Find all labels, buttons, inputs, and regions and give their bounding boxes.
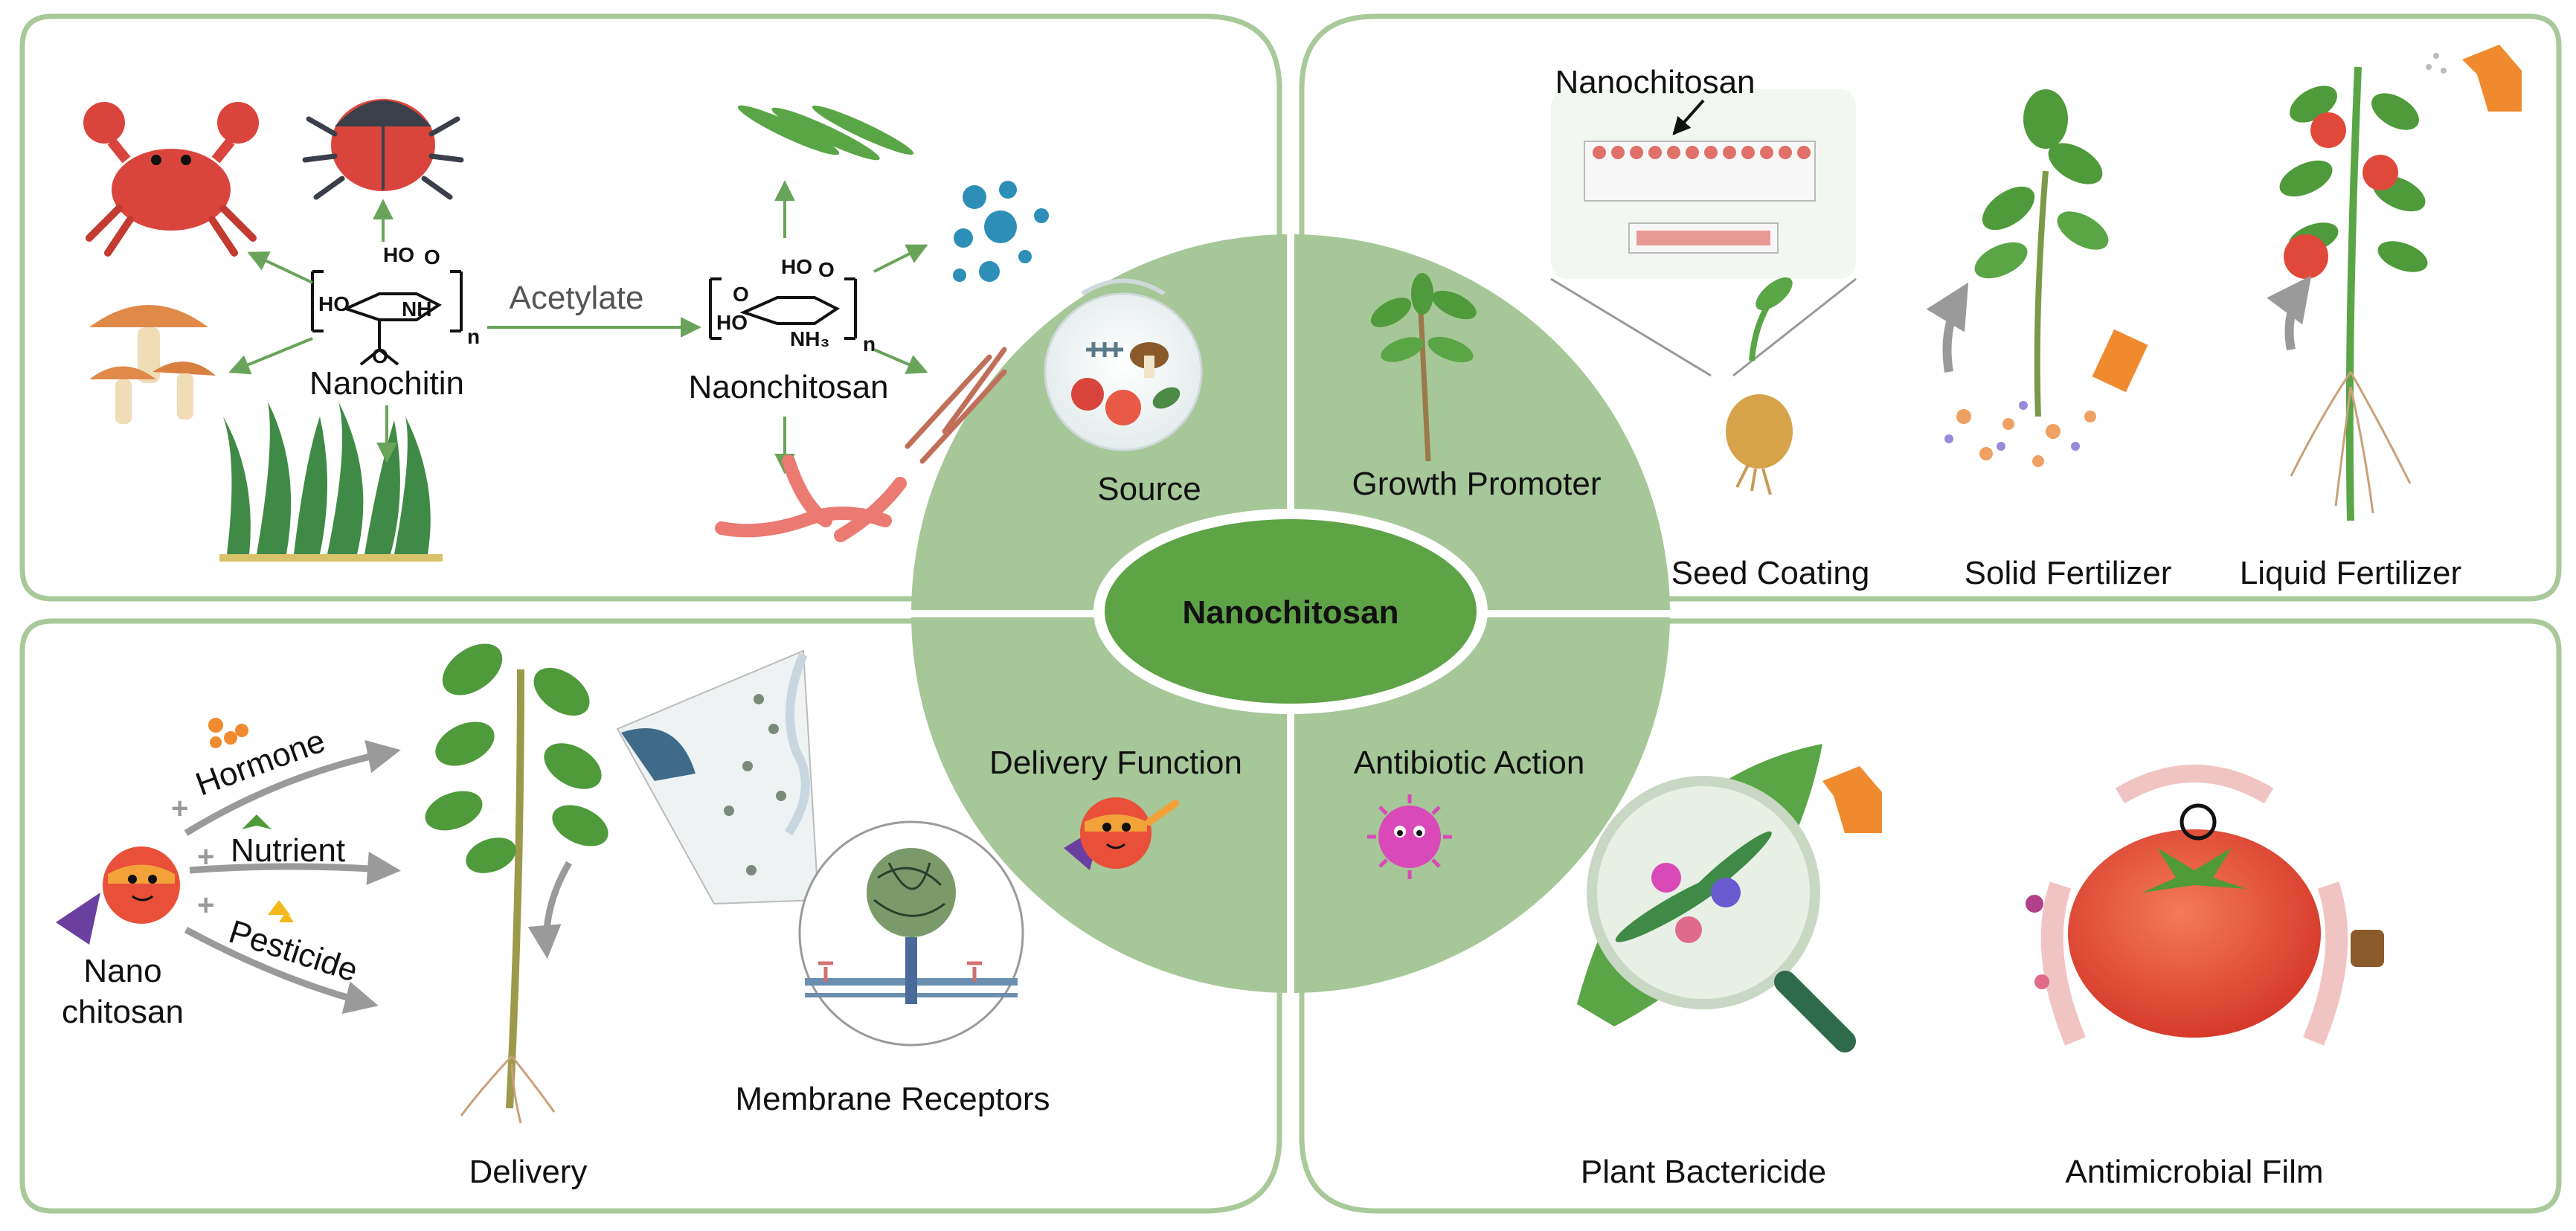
mushroom-icon xyxy=(89,305,216,424)
antibiotic-microbe-icon xyxy=(1367,794,1452,879)
membrane-receptors-label: Membrane Receptors xyxy=(735,1081,1050,1117)
frame-delivery xyxy=(19,618,1282,1214)
carrier-label-line1: Nano xyxy=(83,953,161,989)
center-title: Nanochitosan xyxy=(1183,594,1399,631)
inset-connector-right xyxy=(1732,277,1857,377)
leaf-zoom-inset xyxy=(616,649,820,905)
liquid-fertilizer-plant-icon xyxy=(2267,45,2522,521)
delivery-plant-icon xyxy=(425,643,608,1124)
chitosan-group-n: n xyxy=(863,332,876,356)
antimicrobial-film-icon xyxy=(2026,765,2384,1046)
nanochitosan-source-label: Naonchitosan xyxy=(688,369,888,405)
nanochitin-label: Nanochitin xyxy=(309,365,464,402)
chitin-group-n: n xyxy=(467,325,480,348)
inset-pointer-arrow xyxy=(1672,99,1705,135)
membrane-receptor-inset xyxy=(798,820,1024,1047)
chitin-group-o2: O xyxy=(372,344,388,367)
growth-sprout-icon xyxy=(1370,273,1477,462)
plant-bactericide-icon xyxy=(1577,744,1882,1052)
hormone-icon xyxy=(208,718,248,748)
svg-text:+: + xyxy=(197,889,214,922)
seed-icon xyxy=(1726,277,1793,495)
frame-source xyxy=(19,13,1282,602)
svg-text:+: + xyxy=(171,792,188,825)
chitosan-group-ho1: HO xyxy=(781,255,812,278)
nanowhisker-icon xyxy=(905,347,1007,464)
solid-fertilizer-plant-icon xyxy=(1926,89,2148,467)
cargo-nutrient-label: Nutrient xyxy=(231,832,345,869)
delivery-hero-icon xyxy=(1064,797,1179,870)
frame-growth xyxy=(1299,13,2562,602)
carrier-label-line2: chitosan xyxy=(62,994,184,1030)
nanofiber-icon xyxy=(737,105,914,161)
source-label: Source xyxy=(1097,471,1201,507)
beetle-icon xyxy=(302,99,464,200)
chitosan-group-o2: O xyxy=(733,283,749,306)
delivery-plant-label: Delivery xyxy=(469,1154,588,1190)
nanoparticle-icon xyxy=(953,181,1049,282)
seed-coating-label: Seed Coating xyxy=(1671,555,1870,591)
antibiotic-label: Antibiotic Action xyxy=(1354,745,1585,781)
pesticide-icon xyxy=(268,900,294,922)
antimicrobial-film-label: Antimicrobial Film xyxy=(2065,1154,2323,1190)
center-ellipse xyxy=(1105,519,1477,704)
plus-signs: + + + xyxy=(171,792,214,922)
membrane-inset-icon xyxy=(1584,141,1816,254)
chitin-group-o1: O xyxy=(424,245,440,269)
chitosan-arrows xyxy=(774,180,928,475)
solid-fertilizer-label: Solid Fertilizer xyxy=(1965,555,2172,591)
nanotube-icon xyxy=(715,454,907,542)
chitin-group-ho1: HO xyxy=(383,243,414,266)
carrier-hero-icon xyxy=(56,846,180,945)
source-arrows xyxy=(228,199,397,463)
plant-bactericide-label: Plant Bactericide xyxy=(1581,1154,1826,1190)
chitosan-group-o1: O xyxy=(818,258,835,281)
seaweed-icon xyxy=(219,402,443,562)
growth-label: Growth Promoter xyxy=(1352,466,1602,502)
chitin-group-nh: NH xyxy=(402,298,431,321)
crab-icon xyxy=(83,102,259,257)
source-bag-icon xyxy=(1044,278,1203,451)
svg-text:+: + xyxy=(197,841,214,873)
chitin-group-ho2: HO xyxy=(318,292,350,315)
frame-antibiotic xyxy=(1299,618,2562,1214)
chitosan-group-nh3: NH₃ xyxy=(790,327,829,350)
nutrient-icon xyxy=(242,814,272,829)
chitosan-structure xyxy=(709,277,857,340)
liquid-fertilizer-label: Liquid Fertilizer xyxy=(2240,555,2461,591)
chitosan-group-ho2: HO xyxy=(716,311,748,334)
inset-connector-left xyxy=(1550,277,1712,377)
acetylate-label: Acetylate xyxy=(510,280,644,316)
cargo-arrows xyxy=(184,740,401,1015)
inset-nanochitosan-label: Nanochitosan xyxy=(1555,64,1755,100)
delivery-function-label: Delivery Function xyxy=(989,745,1242,781)
